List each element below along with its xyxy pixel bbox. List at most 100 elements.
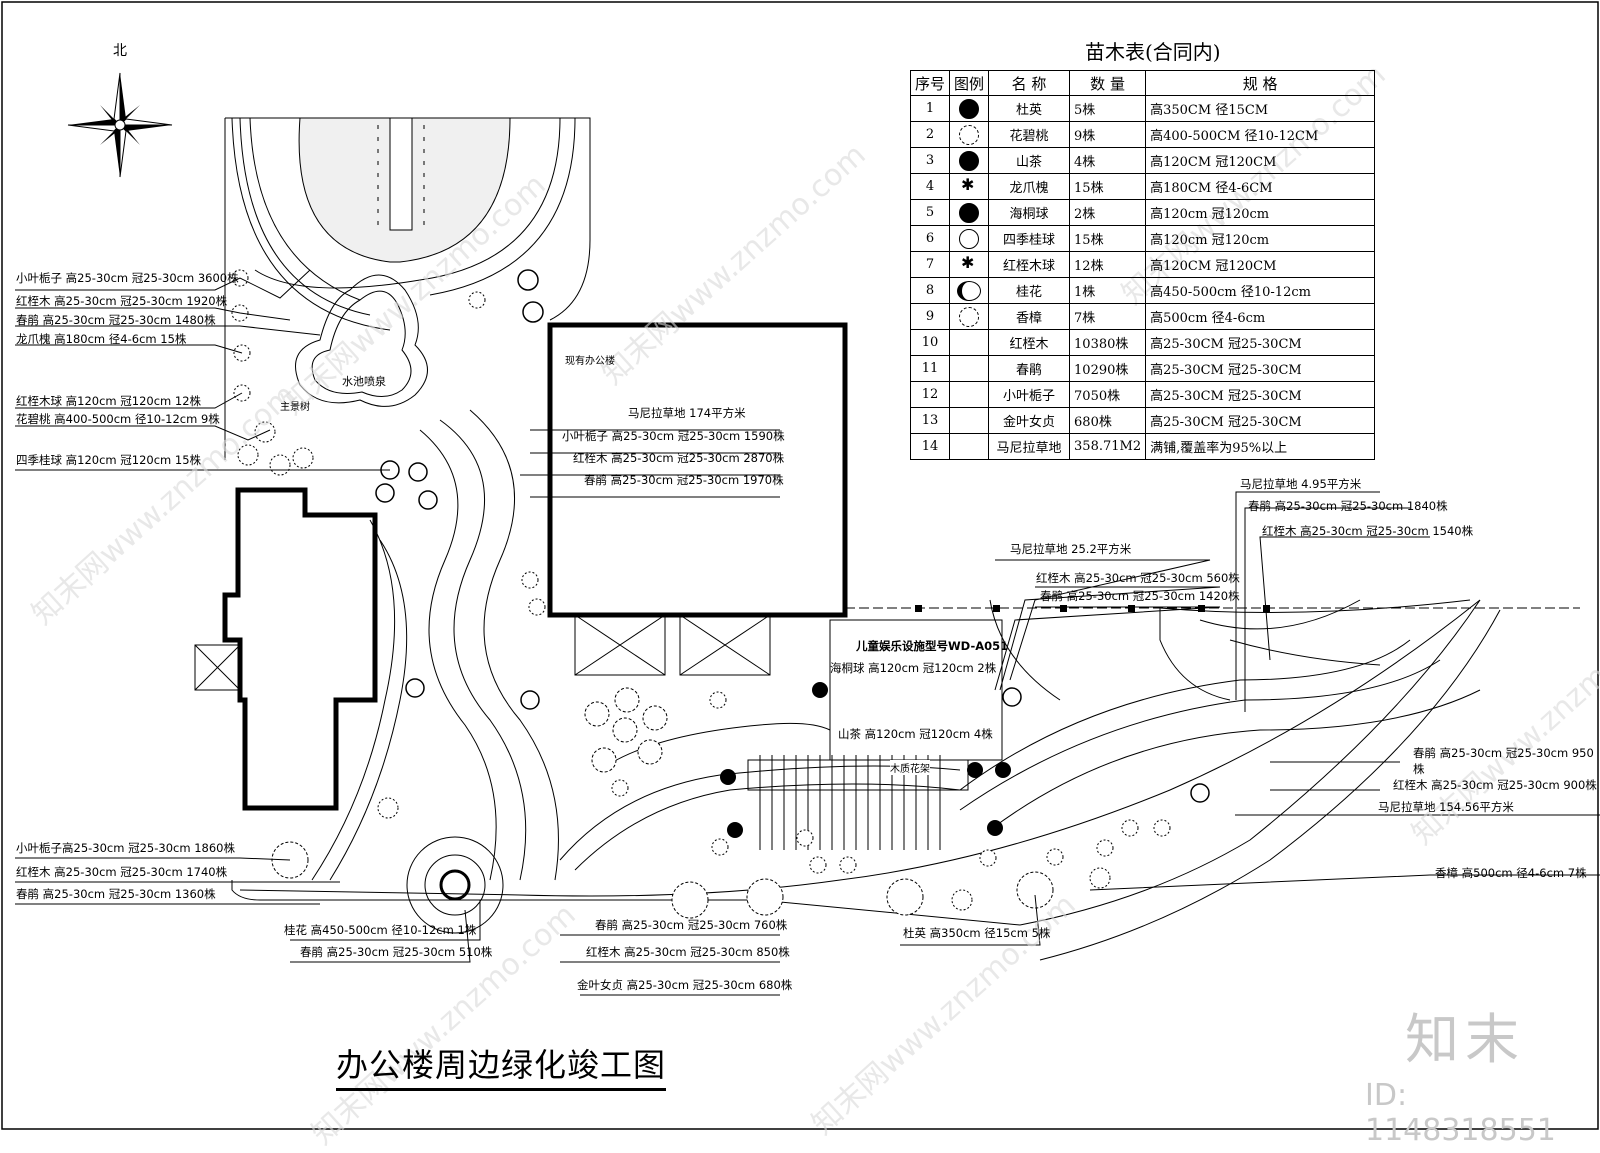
annotation-label: 海桐球 高120cm 冠120cm 2株 — [830, 661, 997, 675]
row-qty: 7050株 — [1069, 381, 1147, 408]
annotation-label: 春鹃 高25-30cm 冠25-30cm 510株 — [300, 945, 493, 959]
annotation-label: 四季桂球 高120cm 冠120cm 15株 — [16, 453, 202, 467]
row-no: 13 — [909, 407, 951, 434]
row-qty: 10290株 — [1069, 355, 1147, 382]
row-spec: 高25-30CM 冠25-30CM — [1145, 407, 1376, 434]
drawing-border — [1, 1, 1599, 1130]
row-spec: 高350CM 径15CM — [1145, 95, 1376, 122]
annotation-label: 马尼拉草地 154.56平方米 — [1378, 800, 1514, 814]
table-row: 10 红桎木 10380株 高25-30CM 冠25-30CM — [909, 329, 1376, 356]
annotation-label: 红桎木 高25-30cm 冠25-30cm 850株 — [586, 945, 790, 959]
table-row: 7 红桎木球 12株 高120CM 冠120CM — [909, 251, 1376, 278]
star-shrub-icon — [960, 253, 978, 274]
row-qty: 9株 — [1069, 121, 1147, 148]
row-name: 红桎木 — [988, 329, 1071, 356]
id-text: ID: 1148318551 — [1365, 1078, 1556, 1148]
row-spec: 高120cm 冠120cm — [1145, 199, 1376, 226]
row-name: 春鹃 — [988, 355, 1071, 382]
annotation-label: 春鹃 高25-30cm 冠25-30cm 1970株 — [584, 473, 784, 487]
row-no: 10 — [909, 329, 951, 356]
pergola-label: 木质花架 — [890, 760, 930, 775]
row-no: 5 — [909, 199, 951, 226]
row-no: 9 — [909, 303, 951, 330]
row-qty: 4株 — [1069, 147, 1147, 174]
leader-lines — [15, 269, 1600, 996]
north-label: 北 — [113, 43, 127, 59]
header-legend: 图例 — [949, 70, 990, 96]
row-spec: 高25-30CM 冠25-30CM — [1145, 355, 1376, 382]
row-name: 山茶 — [988, 147, 1071, 174]
row-qty: 15株 — [1069, 173, 1147, 200]
plant-table-header: 序号 图例 名 称 数 量 规 格 — [909, 70, 1376, 96]
dark-circle-icon — [959, 150, 980, 171]
office-building — [547, 322, 848, 618]
crescent-circle-icon — [957, 280, 982, 301]
office-label: 现有办公楼 — [565, 356, 615, 367]
annotation-label: 龙爪槐 高180cm 径4-6cm 15株 — [16, 332, 187, 346]
row-no: 14 — [909, 433, 951, 460]
annotation-label: 春鹃 高25-30cm 冠25-30cm 1480株 — [16, 313, 216, 327]
plant-table: 序号 图例 名 称 数 量 规 格 1 杜英 5株 高350CM 径15CM 2… — [909, 70, 1376, 460]
dark-tree-symbols — [720, 682, 1011, 838]
annotation-label: 小叶栀子 高25-30cm 冠25-30cm 1590株 — [562, 429, 785, 443]
table-row: 6 四季桂球 15株 高120cm 冠120cm — [909, 225, 1376, 252]
annotation-label: 红桎木 高25-30cm 冠25-30cm 560株 — [1036, 571, 1240, 585]
annotation-label: 花碧桃 高400-500cm 径10-12cm 9株 — [16, 412, 220, 426]
table-row: 13 金叶女贞 680株 高25-30CM 冠25-30CM — [909, 407, 1376, 434]
table-row: 9 香樟 7株 高500cm 径4-6cm — [909, 303, 1376, 330]
table-row: 1 杜英 5株 高350CM 径15CM — [909, 95, 1376, 122]
row-spec: 高120CM 冠120CM — [1145, 147, 1376, 174]
row-qty: 5株 — [1069, 95, 1147, 122]
row-name: 马尼拉草地 — [988, 433, 1071, 460]
annotation-label: 红桎木 高25-30cm 冠25-30cm 900株 — [1393, 778, 1597, 792]
row-no: 8 — [909, 277, 951, 304]
row-spec: 高120cm 冠120cm — [1145, 225, 1376, 252]
table-row: 2 花碧桃 9株 高400-500CM 径10-12CM — [909, 121, 1376, 148]
left-building-annex — [194, 644, 241, 691]
table-row: 14 马尼拉草地 358.71M2 满铺,覆盖率为95%以上 — [909, 433, 1376, 460]
row-spec: 高500cm 径4-6cm — [1145, 303, 1376, 330]
annotation-label: 金叶女贞 高25-30cm 冠25-30cm 680株 — [577, 978, 793, 992]
row-qty: 7株 — [1069, 303, 1147, 330]
annotation-label: 红桎木 高25-30cm 冠25-30cm 1740株 — [16, 865, 228, 879]
row-name: 桂花 — [988, 277, 1071, 304]
header-no: 序号 — [909, 70, 951, 96]
row-qty: 15株 — [1069, 225, 1147, 252]
row-spec: 高120CM 冠120CM — [1145, 251, 1376, 278]
open-circle-icon — [959, 228, 980, 249]
row-name: 金叶女贞 — [988, 407, 1071, 434]
header-spec: 规 格 — [1145, 70, 1376, 96]
dark-circle-icon — [959, 202, 980, 223]
annotation-label: 小叶栀子 高25-30cm 冠25-30cm 3600株 — [16, 271, 239, 285]
row-no: 2 — [909, 121, 951, 148]
annotation-label: 山茶 高120cm 冠120cm 4株 — [838, 727, 993, 741]
annotation-label: 马尼拉草地 25.2平方米 — [1010, 542, 1132, 556]
plant-table-title: 苗木表(合同内) — [1085, 40, 1221, 64]
table-row: 11 春鹃 10290株 高25-30CM 冠25-30CM — [909, 355, 1376, 382]
table-row: 12 小叶栀子 7050株 高25-30CM 冠25-30CM — [909, 381, 1376, 408]
annotation-label: 马尼拉草地 174平方米 — [628, 406, 746, 420]
row-name: 花碧桃 — [988, 121, 1071, 148]
row-name: 龙爪槐 — [988, 173, 1071, 200]
row-qty: 1株 — [1069, 277, 1147, 304]
star-shrub-icon — [960, 175, 978, 196]
row-name: 海桐球 — [988, 199, 1071, 226]
table-row: 4 龙爪槐 15株 高180CM 径4-6CM — [909, 173, 1376, 200]
row-spec: 高25-30CM 冠25-30CM — [1145, 381, 1376, 408]
annotation-label: 春鹃 高25-30cm 冠25-30cm 760株 — [595, 918, 788, 932]
left-building — [222, 487, 378, 811]
annotation-label: 杜英 高350cm 径15cm 5株 — [903, 926, 1051, 940]
annotation-label: 小叶栀子高25-30cm 冠25-30cm 1860株 — [16, 841, 235, 855]
row-name: 杜英 — [988, 95, 1071, 122]
play-area-label: 儿童娱乐设施型号WD-A051 — [856, 639, 1009, 653]
row-spec: 高180CM 径4-6CM — [1145, 173, 1376, 200]
annotation-label: 春鹃 高25-30cm 冠25-30cm 1360株 — [16, 887, 216, 901]
annotation-label: 红桎木球 高120cm 冠120cm 12株 — [16, 394, 202, 408]
row-spec: 高25-30CM 冠25-30CM — [1145, 329, 1376, 356]
scalloped-circle-icon — [959, 306, 980, 327]
table-row: 5 海桐球 2株 高120cm 冠120cm — [909, 199, 1376, 226]
row-no: 12 — [909, 381, 951, 408]
table-row: 8 桂花 1株 高450-500cm 径10-12cm — [909, 277, 1376, 304]
row-no: 1 — [909, 95, 951, 122]
